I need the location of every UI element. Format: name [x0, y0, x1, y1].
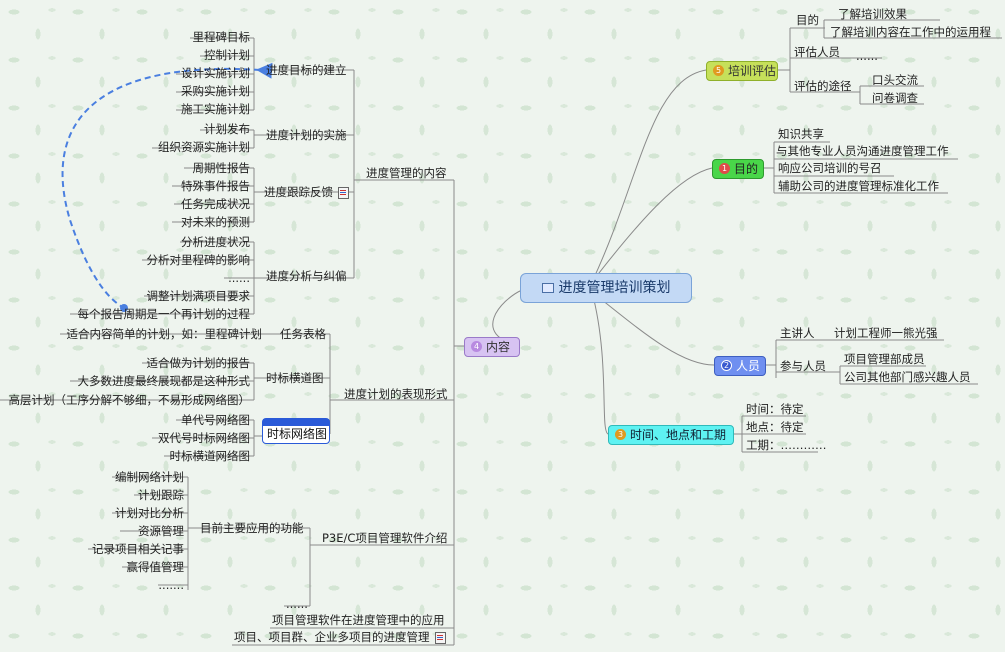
analysis-item[interactable]: 分析进度状况: [181, 235, 250, 249]
central-topic-icon: [541, 283, 554, 293]
execute-item[interactable]: 组织资源实施计划: [158, 140, 250, 154]
training-eval-label: 培训评估: [728, 64, 777, 78]
evaluator-item[interactable]: ......: [856, 49, 878, 63]
multi-project-mgmt-text: 项目、项目群、企业多项目的进度管理: [234, 630, 430, 644]
priority-4-icon: 4: [471, 341, 482, 352]
tracking-label-text: 进度跟踪反馈: [264, 185, 333, 199]
p3e-more[interactable]: ......: [286, 597, 308, 611]
attendee-item[interactable]: 公司其他部门感兴趣人员: [844, 370, 971, 384]
time-place-label: 时间、地点和工期: [630, 428, 727, 442]
goal-item[interactable]: 响应公司培训的号召: [778, 161, 882, 175]
time-place-item[interactable]: 时间：待定: [746, 402, 804, 416]
tracking-label[interactable]: 进度跟踪反馈: [264, 184, 349, 200]
setup-item[interactable]: 里程碑目标: [192, 30, 251, 44]
priority-5-icon: 5: [713, 65, 724, 76]
eval-purpose-item[interactable]: 了解培训内容在工作中的运用程: [830, 25, 991, 39]
lecturer-label[interactable]: 主讲人: [780, 326, 815, 340]
setup-item[interactable]: 控制计划: [204, 48, 250, 62]
time-place-item[interactable]: 地点：待定: [746, 420, 804, 434]
function-item[interactable]: 编制网络计划: [115, 470, 184, 484]
setup-item[interactable]: 采购实施计划: [181, 84, 250, 98]
selection-handle-bar[interactable]: [263, 419, 329, 426]
tracking-item[interactable]: 任务完成状况: [181, 197, 250, 211]
branch-goal[interactable]: 1 目的: [712, 159, 764, 179]
branch-content[interactable]: 4 内容: [464, 337, 520, 357]
bar-chart-item[interactable]: 高层计划（工序分解不够细，不易形成网络图）: [8, 393, 251, 407]
network-label-selected[interactable]: 时标网络图: [262, 418, 330, 444]
analysis-item[interactable]: 分析对里程碑的影响: [146, 253, 251, 267]
goal-item[interactable]: 知识共享: [778, 127, 824, 141]
network-item[interactable]: 单代号网络图: [181, 413, 250, 427]
content-label: 内容: [486, 340, 511, 354]
eval-purpose-label[interactable]: 目的: [796, 13, 819, 27]
function-item[interactable]: .......: [158, 578, 184, 592]
time-place-item[interactable]: 工期：…………: [746, 438, 827, 452]
network-item[interactable]: 双代号时标网络图: [158, 431, 250, 445]
execute-item[interactable]: 计划发布: [204, 122, 250, 136]
setup-item[interactable]: 设计实施计划: [181, 66, 250, 80]
bar-chart-item[interactable]: 适合做为计划的报告: [146, 356, 251, 370]
mgmt-content-label[interactable]: 进度管理的内容: [366, 166, 447, 180]
analysis-item[interactable]: ......: [228, 271, 250, 285]
tracking-item[interactable]: 特殊事件报告: [181, 179, 250, 193]
forms-label[interactable]: 进度计划的表现形式: [344, 387, 448, 401]
priority-3-icon: 3: [615, 429, 626, 440]
goal-label: 目的: [734, 162, 759, 176]
function-item[interactable]: 赢得值管理: [126, 560, 185, 574]
function-item[interactable]: 记录项目相关记事: [92, 542, 184, 556]
eval-way-item[interactable]: 问卷调查: [872, 91, 918, 105]
people-label: 人员: [736, 359, 761, 373]
priority-1-icon: 1: [719, 163, 730, 174]
multi-project-mgmt[interactable]: 项目、项目群、企业多项目的进度管理: [234, 629, 446, 645]
function-item[interactable]: 资源管理: [138, 524, 184, 538]
attendee-item[interactable]: 项目管理部成员: [844, 352, 925, 366]
central-topic[interactable]: 进度管理培训策划: [520, 273, 692, 303]
attendees-label[interactable]: 参与人员: [780, 359, 826, 373]
setup-label[interactable]: 进度目标的建立: [266, 63, 347, 77]
eval-purpose-item[interactable]: 了解培训效果: [838, 7, 907, 21]
functions-label[interactable]: 目前主要应用的功能: [200, 521, 304, 535]
eval-way-item[interactable]: 口头交流: [872, 73, 918, 87]
analysis-item[interactable]: 调整计划满项目要求: [146, 289, 251, 303]
tracking-item[interactable]: 对未来的预测: [181, 215, 250, 229]
bar-chart-item[interactable]: 大多数进度最终展现都是这种形式: [77, 374, 251, 388]
bar-chart-label[interactable]: 时标横道图: [266, 371, 324, 385]
evaluator-label[interactable]: 评估人员: [794, 45, 840, 59]
priority-2-icon: 2: [721, 360, 732, 371]
setup-item[interactable]: 施工实施计划: [181, 102, 250, 116]
task-table-label[interactable]: 任务表格: [280, 327, 326, 341]
central-topic-title: 进度管理培训策划: [558, 280, 671, 296]
note-icon[interactable]: [338, 186, 349, 199]
goal-item[interactable]: 与其他专业人员沟通进度管理工作: [776, 144, 949, 158]
lecturer-value[interactable]: 计划工程师一熊光强: [834, 326, 938, 340]
tracking-item[interactable]: 周期性报告: [192, 161, 251, 175]
branch-people[interactable]: 2 人员: [714, 356, 766, 376]
analysis-label[interactable]: 进度分析与纠偏: [266, 269, 347, 283]
function-item[interactable]: 计划跟踪: [138, 488, 184, 502]
task-table-item[interactable]: 适合内容简单的计划，如：里程碑计划: [66, 327, 263, 341]
analysis-item[interactable]: 每个报告周期是一个再计划的过程: [77, 307, 251, 321]
function-item[interactable]: 计划对比分析: [115, 506, 184, 520]
network-label: 时标网络图: [267, 427, 328, 441]
network-item[interactable]: 时标横道网络图: [169, 449, 251, 463]
goal-item[interactable]: 辅助公司的进度管理标准化工作: [778, 179, 939, 193]
p3e-label[interactable]: P3E/C项目管理软件介绍: [322, 531, 448, 545]
branch-training-eval[interactable]: 5 培训评估: [706, 61, 778, 81]
note-icon[interactable]: [434, 631, 446, 644]
execute-label[interactable]: 进度计划的实施: [266, 128, 347, 142]
branch-time-place[interactable]: 3 时间、地点和工期: [608, 425, 734, 445]
software-application[interactable]: 项目管理软件在进度管理中的应用: [272, 613, 445, 627]
eval-ways-label[interactable]: 评估的途径: [794, 79, 852, 93]
